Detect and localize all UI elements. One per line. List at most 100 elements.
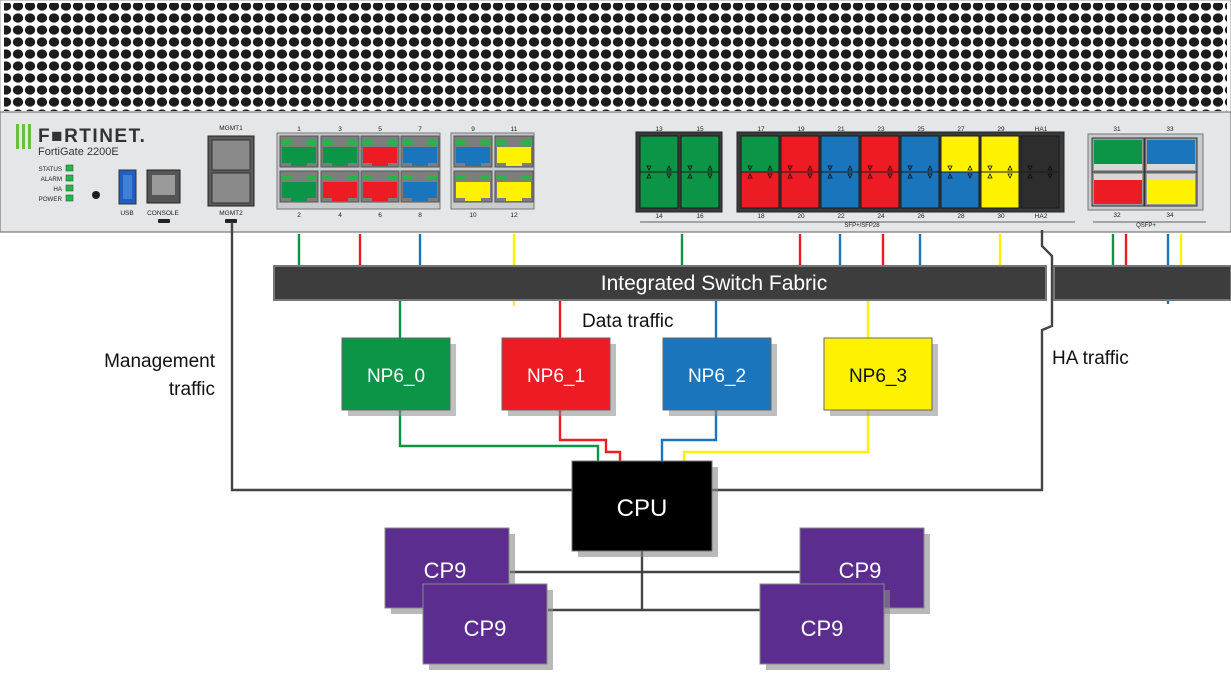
port-label-34: 34 [1166, 212, 1174, 219]
cpu-label: CPU [617, 495, 668, 522]
cp9-top-right-label: CP9 [839, 558, 882, 583]
port-label-27: 27 [957, 126, 965, 133]
port-label-29: 29 [997, 126, 1005, 133]
cpu-block: CPU [571, 460, 718, 557]
port-label-ha2: HA2 [1035, 213, 1048, 220]
reset-button[interactable] [92, 191, 100, 199]
np6-0: NP6_0 [341, 337, 456, 416]
port-label-23: 23 [877, 126, 885, 133]
np6-3-label: NP6_3 [849, 366, 907, 387]
rj45-port-11[interactable] [494, 135, 534, 168]
np6-3-cpu-link [682, 410, 870, 461]
rj45-port-1[interactable] [279, 135, 319, 168]
qsfp-port-31[interactable] [1091, 137, 1145, 173]
rj45-ports-1-8 [279, 135, 440, 203]
sfp-port-23[interactable] [860, 135, 900, 173]
sfp-port-25[interactable] [900, 135, 940, 173]
sfp-port-19[interactable] [780, 135, 820, 173]
management-traffic-label: Management traffic [104, 351, 215, 400]
sfp-port-16[interactable] [680, 171, 720, 209]
connection-lines [230, 222, 1183, 612]
cp9-bottom-right-label: CP9 [801, 616, 844, 641]
usb-label: USB [120, 210, 133, 217]
port-label-24: 24 [877, 213, 885, 220]
sfp-port-29[interactable] [980, 135, 1020, 173]
mgmt2-port[interactable] [211, 172, 251, 204]
sfp-port-20[interactable] [780, 171, 820, 209]
rj45-port-4[interactable] [320, 170, 360, 203]
sfp-port-24[interactable] [860, 171, 900, 209]
qsfp-port-32[interactable] [1091, 171, 1145, 207]
qsfp-ports-31-34 [1091, 137, 1198, 207]
sfp-port-17[interactable] [740, 135, 780, 173]
port-label-10: 10 [469, 212, 477, 219]
sfp-port-22[interactable] [820, 171, 860, 209]
port-label-2: 2 [297, 212, 301, 219]
sfp-port-18[interactable] [740, 171, 780, 209]
management-link [230, 222, 572, 492]
port-label-32: 32 [1113, 212, 1121, 219]
mgmt2-label: MGMT2 [219, 210, 243, 217]
sfp-ports-17-30-ha-labels: 17 19 21 23 25 27 29 HA1 18 20 22 24 26 … [757, 126, 1047, 220]
rj45-port-6[interactable] [360, 170, 400, 203]
sfp-port-13[interactable] [639, 135, 679, 173]
rj45-port-12[interactable] [494, 170, 534, 203]
port-label-17: 17 [757, 126, 765, 133]
qsfp-ports-labels: 31 33 32 34 [1113, 126, 1174, 219]
port-label-4: 4 [338, 212, 342, 219]
sfp-port-30[interactable] [980, 171, 1020, 209]
rj45-ports-9-12 [453, 135, 534, 203]
np6-1-label: NP6_1 [527, 366, 585, 387]
port-label-8: 8 [418, 212, 422, 219]
np6-processors: NP6_0 NP6_1 NP6_2 NP6_3 [341, 337, 938, 416]
port-label-12: 12 [510, 212, 518, 219]
np6-1: NP6_1 [501, 337, 616, 416]
port-label-15: 15 [696, 126, 704, 133]
ha-link [712, 230, 1054, 492]
port-label-7: 7 [418, 126, 422, 133]
sfp-port-26[interactable] [900, 171, 940, 209]
cp9-bottom-left-label: CP9 [464, 616, 507, 641]
np6-1-cpu-link [558, 410, 622, 461]
sfp-port-21[interactable] [820, 135, 860, 173]
port-label-18: 18 [757, 213, 765, 220]
led-label-status: STATUS [39, 166, 63, 173]
led-alarm-icon [65, 174, 74, 182]
sfp-port-ha2[interactable] [1020, 171, 1060, 209]
port-label-5: 5 [378, 126, 382, 133]
sfp-ports-17-30-ha [740, 135, 1060, 209]
port-label-11: 11 [511, 126, 518, 133]
rj45-port-9[interactable] [453, 135, 493, 168]
qsfp-port-33[interactable] [1144, 137, 1198, 173]
rj45-port-3[interactable] [320, 135, 360, 168]
qsfp-group-label: QSFP+ [1136, 223, 1156, 229]
mgmt1-port[interactable] [211, 139, 251, 171]
sfp-port-27[interactable] [940, 135, 980, 173]
sfp-port-28[interactable] [940, 171, 980, 209]
rj45-port-2[interactable] [279, 170, 319, 203]
port-label-22: 22 [837, 213, 845, 220]
rj45-port-7[interactable] [400, 135, 440, 168]
ha-traffic-label: HA traffic [1052, 348, 1129, 369]
np6-2: NP6_2 [662, 337, 777, 416]
mgmt-ports: MGMT1 MGMT2 [207, 125, 255, 223]
led-label-alarm: ALARM [41, 176, 62, 183]
port-label-13: 13 [655, 126, 663, 133]
rj45-port-5[interactable] [360, 135, 400, 168]
cpu [571, 460, 713, 552]
integrated-switch-fabric: Integrated Switch Fabric [273, 265, 1231, 301]
sfp-port-14[interactable] [639, 171, 679, 209]
qsfp-port-34[interactable] [1144, 171, 1198, 207]
rj45-port-10[interactable] [453, 170, 493, 203]
mgmt1-label: MGMT1 [219, 125, 243, 132]
brand-name: F■RTINET. [38, 126, 146, 147]
sfp-port-15[interactable] [680, 135, 720, 173]
port-label-20: 20 [797, 213, 805, 220]
sfp-port-ha1[interactable] [1020, 135, 1060, 173]
led-ha-icon [65, 184, 74, 192]
rj45-port-8[interactable] [400, 170, 440, 203]
np6-0-cpu-link [398, 410, 600, 461]
port-label-21: 21 [837, 126, 845, 133]
